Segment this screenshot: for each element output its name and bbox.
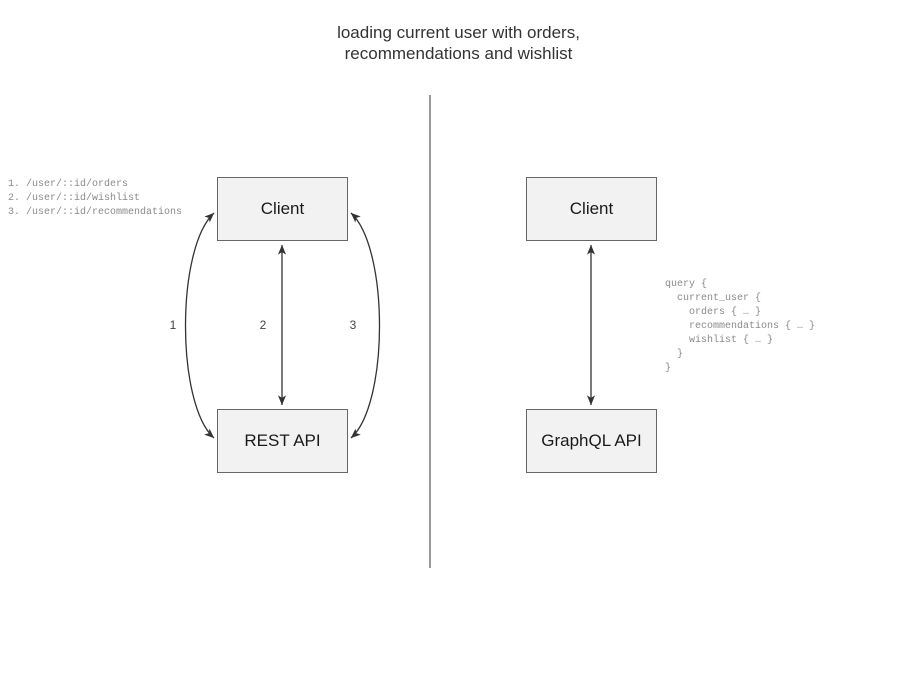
rest-endpoint-list: 1. /user/::id/orders 2. /user/::id/wishl… (8, 179, 183, 218)
edge-rest-1 (184, 212, 215, 439)
edge-label-2: 2 (259, 318, 267, 332)
node-client-graphql[interactable]: Client (526, 177, 657, 241)
edge-label-3: 3 (349, 318, 357, 332)
node-rest-api[interactable]: REST API (217, 409, 348, 473)
node-graphql-api[interactable]: GraphQL API (526, 409, 657, 473)
graphql-query-block: query { current_user { orders { … } reco… (665, 279, 816, 374)
diagram-title: loading current user with orders, recomm… (337, 23, 580, 63)
node-client-rest[interactable]: Client (217, 177, 348, 241)
edge-label-1: 1 (169, 318, 177, 332)
